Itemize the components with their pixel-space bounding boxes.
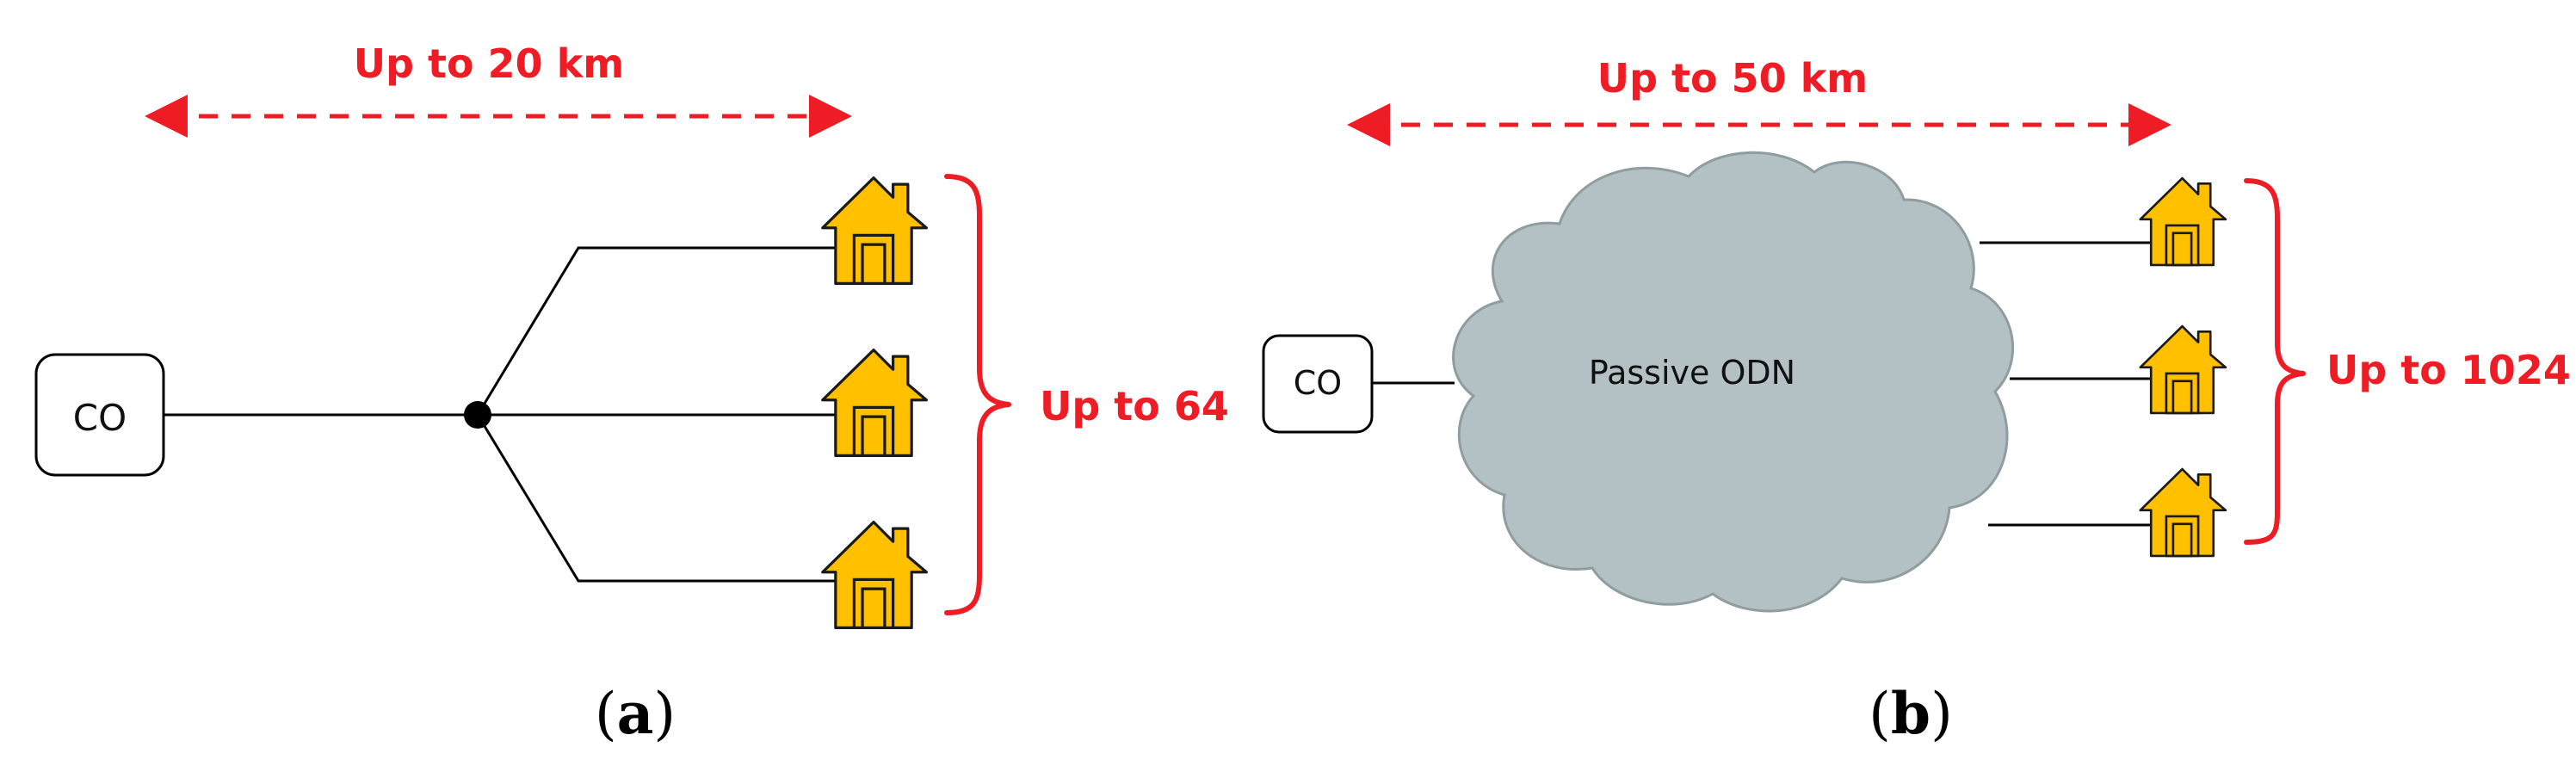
- drop-line-top-a: [476, 246, 843, 416]
- distance-label-a: Up to 20 km: [354, 40, 624, 87]
- co-label-a: CO: [73, 397, 127, 439]
- panel-caption-a: (a): [595, 680, 676, 747]
- house-icon: [2139, 324, 2227, 415]
- panel-a: Up to 20 km CO Up to 64 (a): [34, 40, 1229, 747]
- cloud-label: Passive ODN: [1589, 354, 1795, 392]
- count-label-a: Up to 64: [1040, 383, 1229, 429]
- count-label-b: Up to 1024: [2326, 347, 2571, 393]
- house-icon: [821, 520, 929, 630]
- distance-label-b: Up to 50 km: [1597, 55, 1868, 102]
- house-icon: [821, 349, 929, 458]
- right-brace-a: [944, 174, 1011, 615]
- right-brace-b: [2244, 178, 2306, 545]
- house-icon: [2139, 176, 2227, 267]
- panel-b: Up to 50 km CO Passive ODN Up to 1024 (b…: [1262, 55, 2571, 747]
- panel-caption-b: (b): [1869, 680, 1953, 747]
- passive-odn-cloud: [1452, 151, 2015, 613]
- house-icon: [2139, 467, 2227, 558]
- drop-line-bottom-a: [476, 414, 843, 583]
- co-label-b: CO: [1294, 364, 1342, 402]
- house-icon: [821, 176, 929, 285]
